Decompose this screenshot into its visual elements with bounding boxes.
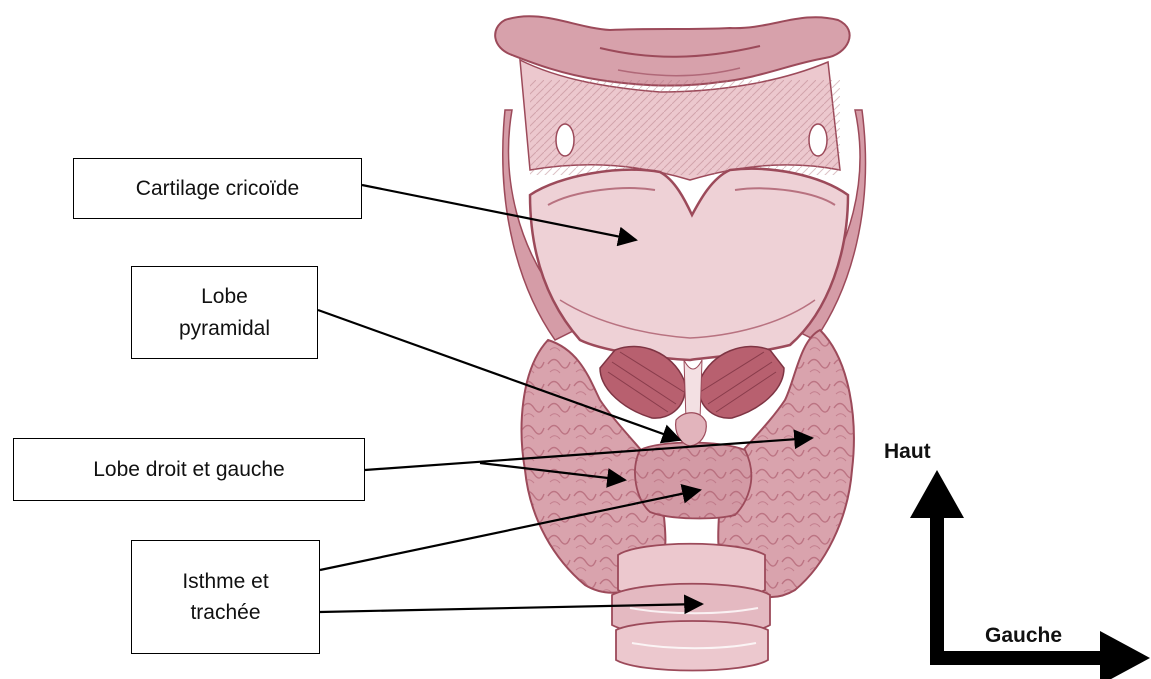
- label-isthme-text: Isthme et trachée: [182, 566, 268, 629]
- orientation-left-label: Gauche: [985, 624, 1062, 648]
- label-cartilage-cricoide: Cartilage cricoïde: [73, 158, 362, 219]
- label-lobe-droit-gauche: Lobe droit et gauche: [13, 438, 365, 501]
- left-arrow-shaft: [930, 651, 1110, 665]
- label-pyramidal-line1: Lobe: [179, 281, 270, 313]
- up-arrow-shaft: [930, 505, 944, 665]
- label-isthme-line1: Isthme et: [182, 566, 268, 598]
- orientation-up-label: Haut: [884, 440, 931, 464]
- label-isthme-trachee: Isthme et trachée: [131, 540, 320, 654]
- label-cartilage-text: Cartilage cricoïde: [136, 173, 299, 205]
- label-isthme-line2: trachée: [182, 597, 268, 629]
- label-lobe-pyramidal: Lobe pyramidal: [131, 266, 318, 359]
- cartilage-shield: [530, 169, 848, 360]
- up-arrowhead-icon: [910, 470, 964, 518]
- right-arrowhead-icon: [1100, 631, 1150, 679]
- label-lobes-text: Lobe droit et gauche: [93, 454, 284, 486]
- trachea: [612, 544, 770, 671]
- label-pyramidal-text: Lobe pyramidal: [179, 281, 270, 344]
- label-pyramidal-line2: pyramidal: [179, 313, 270, 345]
